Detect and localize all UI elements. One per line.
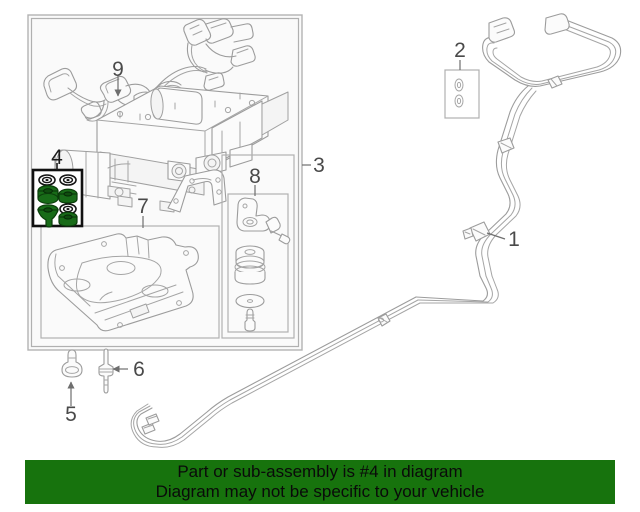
washer-mid-right	[59, 203, 77, 215]
grommet-top-left	[38, 174, 56, 186]
isolator-grommet-kit	[31, 168, 84, 228]
push-pin-fastener	[61, 349, 83, 378]
grommet-upper-right	[58, 188, 78, 204]
callout-labels: 9 4 3 7 8 2 1 5 6	[51, 39, 520, 426]
callout-label-2: 2	[454, 39, 466, 62]
stud-bolt-fastener	[98, 348, 114, 394]
compressor-mounting-tray-box	[40, 225, 220, 339]
mounting-hardware-box	[221, 154, 295, 339]
hardware-bolt	[265, 216, 291, 245]
hardware-isolator-stack	[234, 245, 266, 285]
callout-label-5: 5	[65, 403, 77, 426]
compressor-mounting-tray	[47, 233, 199, 332]
callout-label-8: 8	[249, 165, 261, 188]
retainer-clip-box	[444, 69, 480, 119]
callout-leaders	[56, 60, 506, 406]
banner-line-2: Diagram may not be specific to your vehi…	[155, 482, 485, 501]
grommet-mid-left	[37, 185, 59, 205]
hardware-washer	[235, 293, 265, 309]
air-suspension-line-end-fitting	[130, 403, 160, 448]
callout-label-6: 6	[133, 358, 145, 381]
air-suspension-line-clip	[462, 221, 491, 242]
callout-label-4: 4	[51, 146, 63, 169]
callout-label-9: 9	[112, 58, 124, 81]
hardware-stud	[244, 308, 256, 332]
grommet-bottom-left	[37, 204, 59, 228]
grommet-lower-right	[58, 211, 78, 227]
diagram-notice-banner: Part or sub-assembly is #4 in diagram Di…	[25, 460, 615, 504]
air-suspension-line-clip-upper	[497, 137, 515, 154]
washer-top-right	[59, 174, 77, 186]
callout-label-1: 1	[508, 228, 520, 251]
air-suspension-line-bundle	[130, 13, 622, 448]
callout-label-7: 7	[137, 195, 149, 218]
compressor-mount-bracket	[167, 169, 227, 213]
hardware-bracket	[236, 197, 271, 232]
banner-line-1: Part or sub-assembly is #4 in diagram	[177, 462, 463, 481]
air-suspension-line-clip-mid	[377, 313, 391, 327]
callout-label-3: 3	[313, 154, 325, 177]
